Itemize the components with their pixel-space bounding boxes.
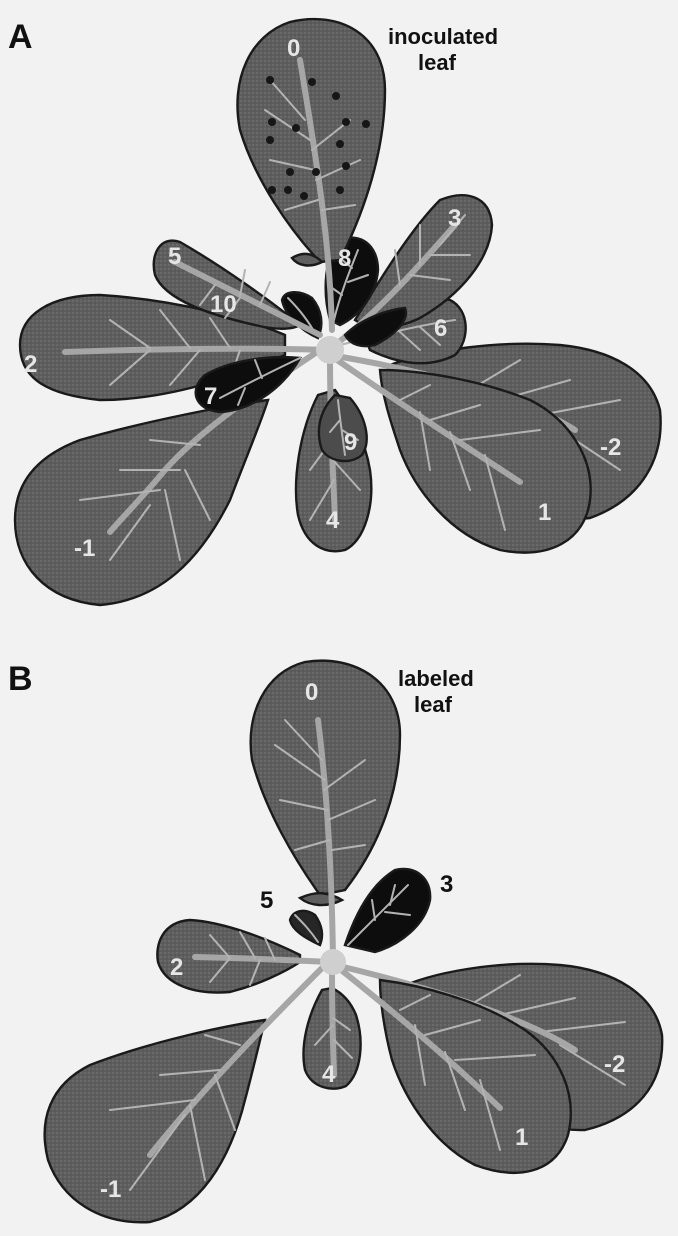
panel-a-leaf-label: 0: [287, 35, 300, 62]
panel-a-leaf-label: 10: [210, 291, 237, 318]
panel-a-leaf-label: 8: [338, 245, 351, 272]
panel-a-leaf-label: 2: [24, 351, 37, 378]
panel-a-leaf-label: -1: [74, 535, 95, 562]
rosette-center-a: [316, 336, 344, 364]
panel-a-leaf-label: -2: [600, 434, 621, 461]
panel-a-caption-line2: leaf: [418, 50, 457, 75]
panel-b-caption-line1: labeled: [398, 666, 474, 691]
rosette-center-b: [320, 949, 346, 975]
panel-a-leaf-label: 1: [538, 499, 551, 526]
panel-b-leaf-label: 4: [322, 1061, 336, 1088]
panel-a-leaf-label: 4: [326, 507, 340, 534]
panel-b-leaf-label: 5: [260, 887, 273, 914]
panel-a-leaf-label: 5: [168, 243, 181, 270]
panel-a-leaf-label: 7: [204, 383, 217, 410]
panel-b-leaf-label: 2: [170, 954, 183, 981]
panel-a-leaf-label: 6: [434, 315, 447, 342]
panel-a-letter: A: [8, 18, 33, 56]
panel-b-letter: B: [8, 660, 33, 698]
panel-a-caption-line1: inoculated: [388, 24, 498, 49]
panel-b-leaf-label: 0: [305, 679, 318, 706]
panel-b-leaf-label: 1: [515, 1124, 528, 1151]
panel-a-leaf-label: 9: [344, 429, 357, 456]
panel-b-leaf-label: -2: [604, 1051, 625, 1078]
panel-b-leaf-label: 3: [440, 871, 453, 898]
panel-a-leaf-label: 3: [448, 205, 461, 232]
panel-b-caption-line2: leaf: [414, 692, 453, 717]
panel-b-leaf-label: -1: [100, 1176, 121, 1203]
